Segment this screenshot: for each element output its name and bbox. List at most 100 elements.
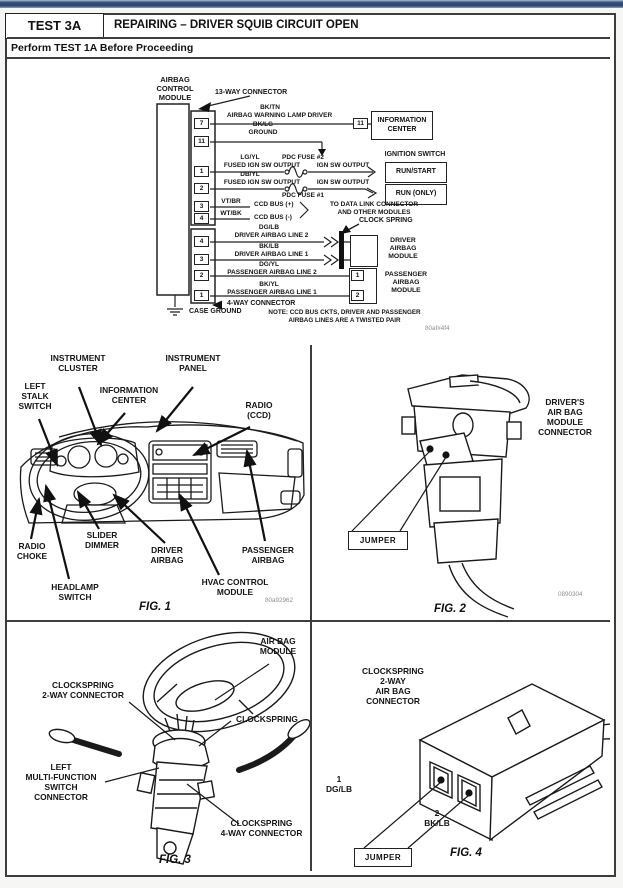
wire-color-lgyl: LG/YL: [240, 154, 260, 161]
pin-box-4b: 4: [194, 236, 209, 247]
thirteen-way-connector-label: 13-WAY CONNECTOR: [215, 89, 288, 96]
fig4-pin2-label: 2 BK/LB: [424, 808, 450, 829]
fig3-panel: AIR BAG MODULE CLOCKSPRING 2-WAY CONNECT…: [7, 622, 312, 871]
pin-box-4: 4: [194, 213, 209, 224]
information-center-box: INFORMATION CENTER: [371, 111, 433, 140]
fig2-jumper-box: JUMPER: [348, 531, 408, 550]
fig2-panel: DRIVER'S AIR BAG MODULE CONNECTOR JUMPER…: [312, 345, 610, 622]
wire-name-pass-line2: PASSENGER AIRBAG LINE 2: [227, 269, 317, 276]
passenger-airbag-module-label: PASSENGER AIRBAG MODULE: [384, 271, 428, 295]
wire-color-dgyl: DG/YL: [259, 261, 279, 268]
wire-color-dglb: DG/LB: [258, 224, 280, 231]
pin-box-11: 11: [194, 136, 209, 147]
steering-column-illustration: [48, 631, 310, 865]
wire-color-dbyl: DB/YL: [240, 171, 260, 178]
wire-color-bklb: BK/LB: [259, 243, 279, 250]
passenger-airbag-label: PASSENGER AIRBAG: [242, 545, 294, 566]
instrument-panel-label: INSTRUMENT PANEL: [165, 353, 221, 374]
fig4-caption: FIG. 4: [450, 847, 482, 859]
radio-ccd-label: RADIO (CCD): [245, 400, 273, 421]
pin-box-2b: 2: [194, 270, 209, 281]
passenger-pin-2: 2: [351, 290, 364, 301]
wire-name-fused-ign-2: FUSED IGN SW OUTPUT: [223, 179, 301, 186]
connector-body: [401, 374, 530, 618]
fig1-leader-arrows: [29, 386, 267, 580]
wiring-diagram-section: AIRBAG CONTROL MODULE 13-WAY CONNECTOR 7…: [7, 59, 610, 347]
fig4-leader-lines: [363, 781, 470, 849]
wiring-scan-code: 80af#4f4: [425, 325, 450, 332]
wire-color-wtbk: WT/BK: [220, 210, 242, 217]
hvac-control-module-label: HVAC CONTROL MODULE: [201, 577, 269, 598]
wire-name-driver-line1: DRIVER AIRBAG LINE 1: [234, 251, 309, 258]
clockspring-connector-illustration: [363, 683, 610, 849]
window-top-edge: [0, 0, 623, 8]
pin-box-3b: 3: [194, 254, 209, 265]
pdc-fuse-2-label: PDC FUSE #2: [282, 154, 324, 161]
pdc-fuse-1-label: PDC FUSE #1: [282, 192, 324, 199]
wire-name-fused-ign-1: FUSED IGN SW OUTPUT: [223, 162, 301, 169]
ignition-switch-label: IGNITION SWITCH: [384, 151, 446, 158]
fig4-jumper-box: JUMPER: [354, 848, 412, 867]
ign-sw-output-1: IGN SW OUTPUT: [316, 162, 370, 169]
twisted-pair-note: NOTE: CCD BUS CKTS, DRIVER AND PASSENGER…: [268, 309, 421, 324]
page-frame: TEST 3A REPAIRING – DRIVER SQUIB CIRCUIT…: [5, 13, 616, 877]
fig4-panel: CLOCKSPRING 2-WAY AIR BAG CONNECTOR 1 DG…: [312, 622, 610, 871]
fig4-pin1-label: 1 DG/LB: [325, 774, 353, 795]
air-bag-module-label: AIR BAG MODULE: [259, 636, 297, 657]
passenger-pin-1: 1: [351, 270, 364, 281]
terminal-dots: [426, 445, 450, 459]
driver-connector-illustration: [351, 374, 530, 618]
instrument-cluster-label: INSTRUMENT CLUSTER: [50, 353, 106, 374]
pin-box-1b: 1: [194, 290, 209, 301]
wire-color-bkyl: BK/YL: [259, 281, 279, 288]
pin-box-7: 7: [194, 118, 209, 129]
terminal-dots: [437, 776, 473, 797]
left-stalk-switch-label: LEFT STALK SWITCH: [18, 381, 52, 412]
wire-name-pass-line1: PASSENGER AIRBAG LINE 1: [227, 289, 317, 296]
clock-spring-label: CLOCK SPRING: [359, 217, 413, 224]
wire-name-ground: GROUND: [248, 129, 278, 136]
information-center-label: INFORMATION CENTER: [99, 385, 159, 406]
fig2-caption: FIG. 2: [434, 603, 466, 615]
data-link-note: TO DATA LINK CONNECTOR AND OTHER MODULES: [329, 201, 419, 216]
steering-wheel: [142, 631, 296, 733]
subtitle-divider: [7, 57, 610, 59]
wire-name-lamp-driver: AIRBAG WARNING LAMP DRIVER: [226, 112, 333, 119]
driver-airbag-connector-label: DRIVER'S AIR BAG MODULE CONNECTOR: [538, 397, 592, 438]
pin-box-1: 1: [194, 166, 209, 177]
slider-dimmer-label: SLIDER DIMMER: [85, 530, 119, 551]
fig3-leader-lines: [104, 663, 270, 825]
four-way-connector-label: 4-WAY CONNECTOR: [227, 300, 296, 307]
wire-color-bklg: BK/LG: [252, 121, 274, 128]
wire-color-bktn: BK/TN: [260, 104, 280, 111]
page-subtitle: Perform TEST 1A Before Proceeding: [11, 42, 194, 54]
pin-box-2: 2: [194, 183, 209, 194]
left-mfs-connector-label: LEFT MULTI-FUNCTION SWITCH CONNECTOR: [25, 762, 97, 803]
radio-choke-label: RADIO CHOKE: [16, 541, 48, 562]
ignition-run-only-box: RUN (ONLY): [385, 184, 447, 205]
wire-name-driver-line2: DRIVER AIRBAG LINE 2: [234, 232, 309, 239]
dashboard-lines: [19, 421, 305, 524]
clockspring-airbag-connector-label: CLOCKSPRING 2-WAY AIR BAG CONNECTOR: [362, 666, 424, 707]
clockspring-4way-label: CLOCKSPRING 4-WAY CONNECTOR: [220, 818, 303, 839]
info-center-pin-box: 11: [353, 118, 368, 129]
driver-airbag-module-label: DRIVER AIRBAG MODULE: [388, 237, 418, 261]
fig1-scan-code: 80a92962: [265, 597, 294, 604]
driver-airbag-label: DRIVER AIRBAG: [150, 545, 184, 566]
case-ground-label: CASE GROUND: [189, 308, 242, 315]
ign-sw-output-2: IGN SW OUTPUT: [316, 179, 370, 186]
fig3-caption: FIG. 3: [159, 854, 191, 866]
fig2-leader-lines: [351, 450, 447, 532]
fig2-scan-code: 0890304: [558, 591, 583, 598]
column-assembly: [48, 713, 310, 865]
clockspring-2way-label: CLOCKSPRING 2-WAY CONNECTOR: [42, 680, 124, 701]
page-title: REPAIRING – DRIVER SQUIB CIRCUIT OPEN: [114, 19, 359, 31]
clockspring-label: CLOCKSPRING: [236, 714, 298, 724]
driver-airbag-module-box: [350, 235, 378, 267]
ignition-run-start-box: RUN/START: [385, 162, 447, 183]
test-number-box: TEST 3A: [5, 13, 104, 39]
wiring-solid-symbols: [198, 102, 351, 310]
pin-box-3: 3: [194, 201, 209, 212]
wire-name-ccd-plus: CCD BUS (+): [254, 201, 294, 208]
